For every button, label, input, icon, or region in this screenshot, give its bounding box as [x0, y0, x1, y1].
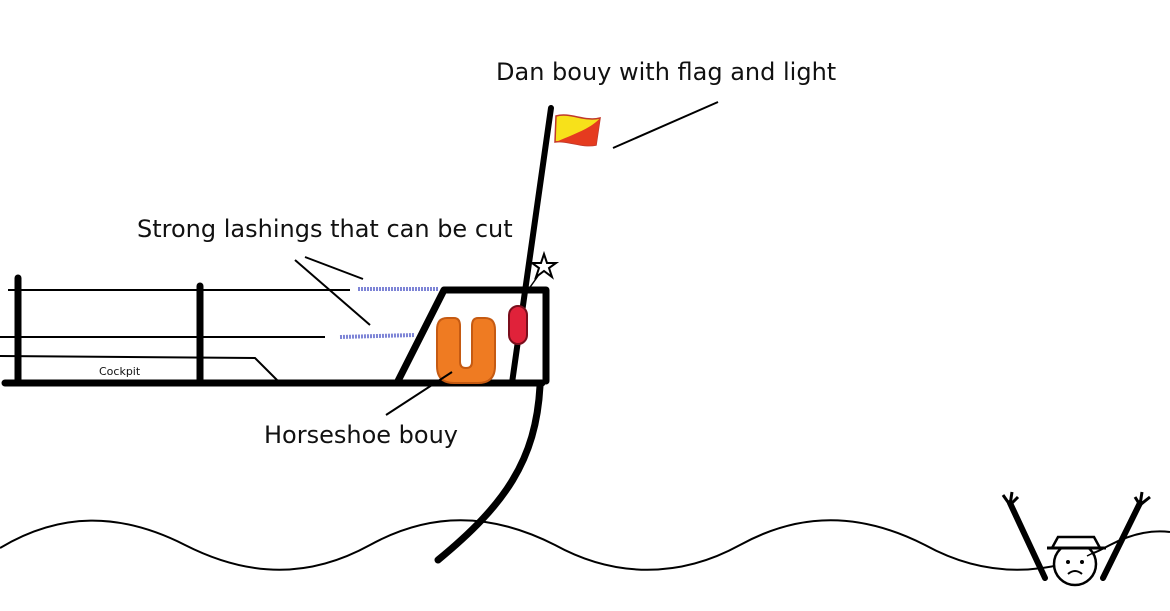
lashings: [339, 287, 438, 339]
dan-buoy-label: Dan bouy with flag and light: [496, 58, 837, 86]
lashing-lower: [339, 333, 416, 339]
cockpit-outline: [0, 355, 279, 382]
bow-hull: [434, 382, 544, 564]
horseshoe-buoy: [436, 317, 496, 384]
horseshoe-leader: [385, 371, 453, 416]
lashings-label: Strong lashings that can be cut: [137, 215, 513, 243]
sea-wave-line: [0, 519, 1170, 571]
dan-buoy-float: [508, 305, 528, 345]
lashings-leader-2: [294, 259, 371, 326]
lashings-leader-1: [304, 256, 364, 280]
horseshoe-label: Horseshoe bouy: [264, 421, 458, 449]
cockpit-label: Cockpit: [99, 365, 141, 378]
bow-pulpit: [394, 286, 550, 385]
flag-icon: [554, 114, 601, 147]
star-icon: [527, 250, 560, 291]
dan-buoy-leader: [612, 101, 719, 149]
person-in-water-icon: [1001, 491, 1151, 587]
